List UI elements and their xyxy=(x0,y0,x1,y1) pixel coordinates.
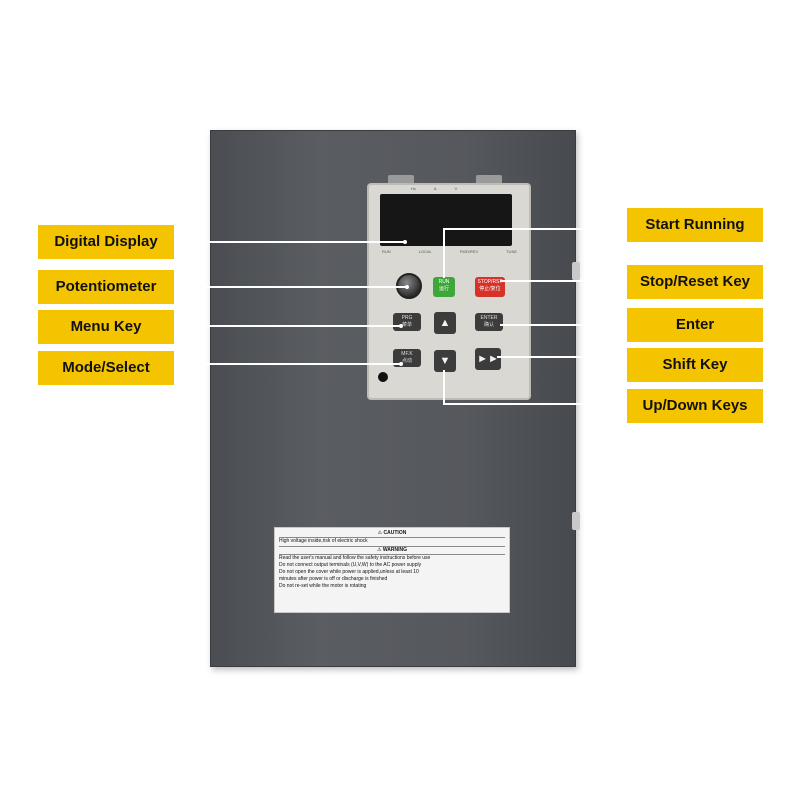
leader-enter xyxy=(500,324,627,326)
leader-shift-key xyxy=(497,356,627,358)
caution-header: ⚠ CAUTION xyxy=(279,530,505,538)
label-mode-select: Mode/Select xyxy=(38,351,174,385)
run-button-sub: 运行 xyxy=(438,286,449,292)
caution-label: ⚠ CAUTION High voltage inside,risk of el… xyxy=(274,527,510,613)
status-run: RUN xyxy=(382,249,391,254)
stop-button-label: STOP/RST xyxy=(477,279,503,285)
leader-up-down xyxy=(443,403,627,405)
label-enter: Enter xyxy=(627,308,763,342)
label-potentiometer: Potentiometer xyxy=(38,270,174,304)
stop-button-sub: 停止/复位 xyxy=(479,286,501,292)
panel-clip-right xyxy=(476,175,502,185)
up-arrow-icon: ▲ xyxy=(439,317,451,329)
warning-title: WARNING xyxy=(382,547,408,553)
prg-menu-button[interactable]: PRG 菜单 xyxy=(393,313,421,331)
caution-line: High voltage inside,risk of electric sho… xyxy=(279,538,368,544)
warning-line-4: minutes after power is off or discharge … xyxy=(279,576,388,582)
prg-label: PRG xyxy=(401,315,413,321)
leader-start-running xyxy=(443,228,627,230)
status-leds: RUN LOCAL FWD/REV TUNE xyxy=(382,249,517,254)
shift-button[interactable]: ►► xyxy=(475,348,501,370)
unit-leds: Hz A V xyxy=(411,186,457,191)
stop-reset-button[interactable]: STOP/RST 停止/复位 xyxy=(475,277,505,297)
up-button[interactable]: ▲ xyxy=(434,312,456,334)
label-stop-reset-key: Stop/Reset Key xyxy=(627,265,763,299)
leader-dot xyxy=(405,285,409,289)
side-terminal-bottom xyxy=(572,512,580,530)
warning-line-1: Read the user's manual and follow the sa… xyxy=(279,555,431,561)
status-tune: TUNE xyxy=(506,249,517,254)
label-menu-key: Menu Key xyxy=(38,310,174,344)
digital-display xyxy=(380,194,512,246)
leader-mode-select xyxy=(174,363,400,365)
down-arrow-icon: ▼ xyxy=(439,355,451,367)
leader-dot xyxy=(399,362,403,366)
enter-button[interactable]: ENTER 确认 xyxy=(475,313,503,331)
warning-line-3: Do not open the cover while power is app… xyxy=(279,569,419,575)
leader-stop-reset xyxy=(500,280,627,282)
warning-line-5: Do not re-set while the motor is rotatin… xyxy=(279,583,367,589)
led-a: A xyxy=(433,186,437,191)
label-up-down-keys: Up/Down Keys xyxy=(627,389,763,423)
leader-digital-display xyxy=(174,241,404,243)
leader-start-running-vertical xyxy=(443,228,445,278)
run-button-label: RUN xyxy=(438,279,450,285)
label-shift-key: Shift Key xyxy=(627,348,763,382)
warning-line-2: Do not connect output terminals (U,V,W) … xyxy=(279,562,422,568)
warning-header: ⚠ WARNING xyxy=(279,546,505,555)
mount-hole xyxy=(378,372,388,382)
prg-sub: 菜单 xyxy=(401,322,412,328)
leader-up-down-vertical xyxy=(443,370,445,404)
status-fwd-rev: FWD/REV xyxy=(459,249,479,254)
fast-forward-icon: ►► xyxy=(477,353,499,365)
caution-title: CAUTION xyxy=(383,530,407,536)
led-hz: Hz xyxy=(411,186,416,191)
led-v: V xyxy=(454,186,458,191)
status-local: LOCAL xyxy=(418,249,432,254)
leader-dot xyxy=(403,240,407,244)
label-digital-display: Digital Display xyxy=(38,225,174,259)
side-terminal-top xyxy=(572,262,580,280)
keypad-panel: Hz A V RUN LOCAL FWD/REV TUNE RUN 运行 STO… xyxy=(367,183,531,400)
leader-potentiometer xyxy=(174,286,406,288)
mk-sub: 点动 xyxy=(401,358,412,364)
down-button[interactable]: ▼ xyxy=(434,350,456,372)
label-start-running: Start Running xyxy=(627,208,763,242)
leader-dot xyxy=(399,324,403,328)
leader-menu-key xyxy=(174,325,400,327)
panel-clip-left xyxy=(388,175,414,185)
enter-sub: 确认 xyxy=(483,322,494,328)
run-button[interactable]: RUN 运行 xyxy=(433,277,455,297)
mk-label: MF.K xyxy=(401,351,413,357)
enter-label: ENTER xyxy=(480,315,498,321)
